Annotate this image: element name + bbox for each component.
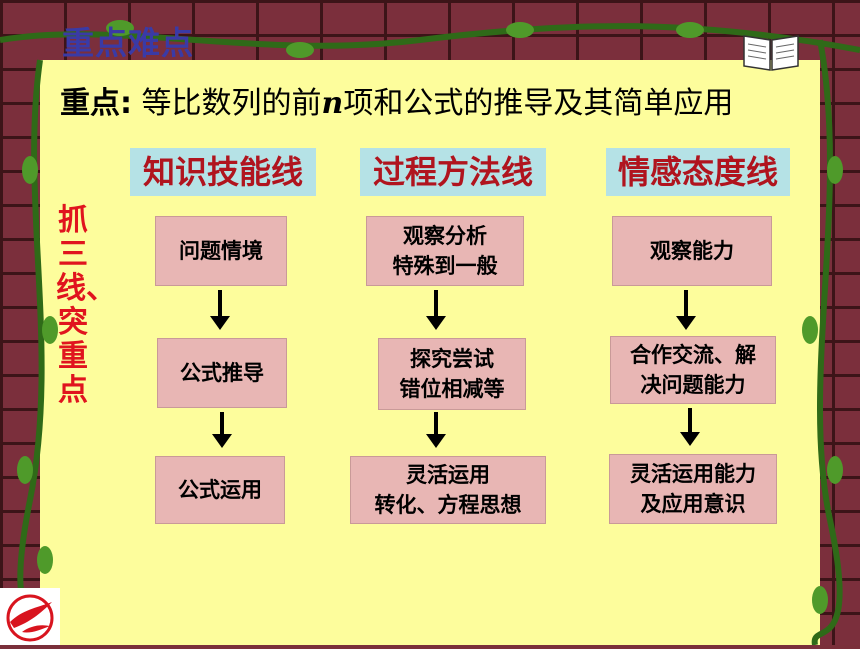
down-arrow-icon (676, 290, 696, 330)
side-label: 抓三线、突重点 (56, 203, 116, 408)
slide-title: 重点难点 (62, 24, 195, 62)
key-point-variable: n (321, 86, 344, 121)
step-box: 公式运用 (155, 456, 285, 524)
heading-emotion-attitude: 情感态度线 (606, 148, 790, 196)
step-box: 观察分析 特殊到一般 (366, 216, 524, 286)
step-box: 问题情境 (155, 216, 287, 286)
key-point-text-before: 等比数列的前 (141, 86, 322, 121)
heading-knowledge-skill: 知识技能线 (130, 148, 316, 196)
step-box: 灵活运用 转化、方程思想 (350, 456, 546, 524)
down-arrow-icon (212, 412, 232, 448)
down-arrow-icon (426, 290, 446, 330)
step-box: 合作交流、解 决问题能力 (610, 336, 776, 404)
step-box: 探究尝试 错位相减等 (378, 338, 526, 410)
step-box: 观察能力 (612, 216, 772, 286)
down-arrow-icon (210, 290, 230, 330)
heading-process-method: 过程方法线 (360, 148, 546, 196)
key-point-label: 重点: (60, 86, 132, 121)
key-point-text-after: 项和公式的推导及其简单应用 (343, 86, 734, 121)
key-point-line: 重点: 等比数列的前n项和公式的推导及其简单应用 (60, 78, 733, 122)
down-arrow-icon (680, 408, 700, 446)
step-box: 灵活运用能力 及应用意识 (609, 454, 777, 524)
publisher-logo (0, 588, 60, 645)
bird-logo-icon (6, 594, 54, 642)
open-book-icon (743, 35, 799, 71)
step-box: 公式推导 (157, 338, 287, 408)
down-arrow-icon (426, 412, 446, 448)
